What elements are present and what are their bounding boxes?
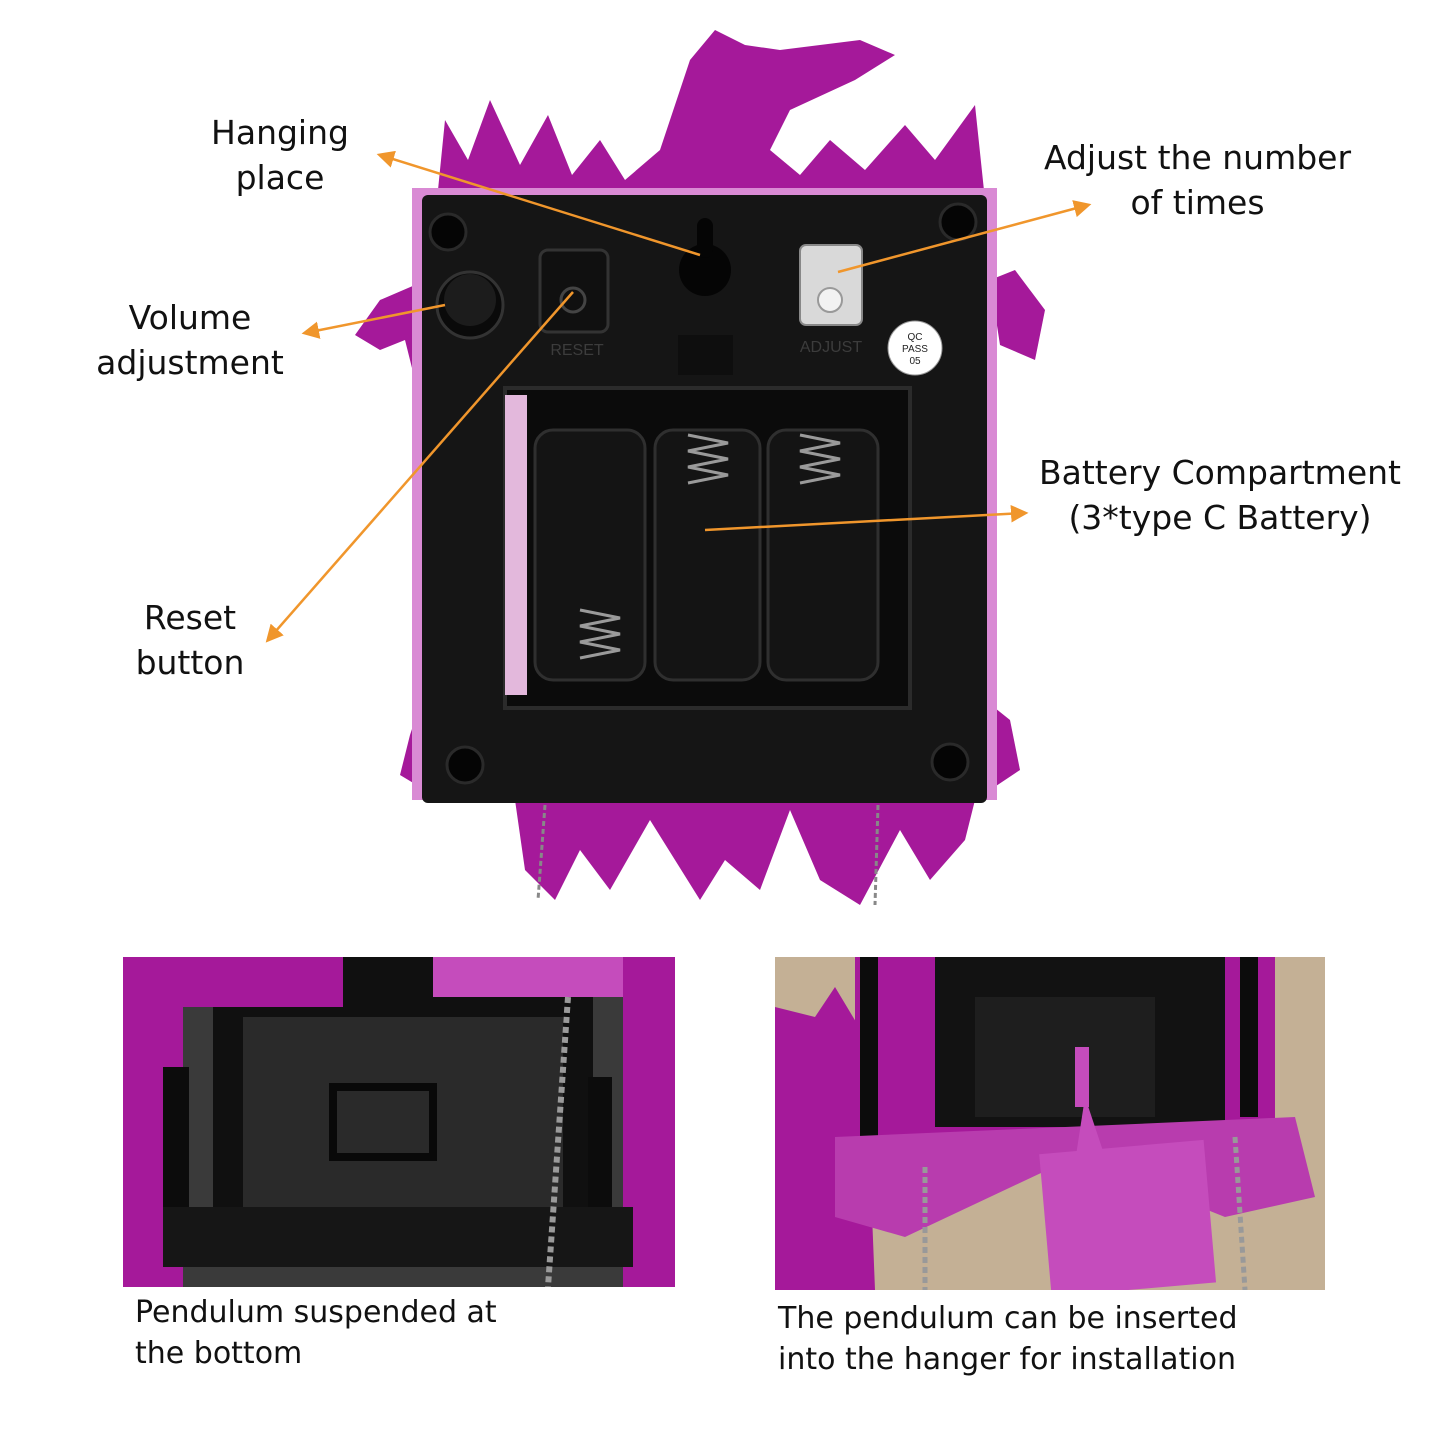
adjust-marking: ADJUST xyxy=(800,339,862,356)
adjust-switch xyxy=(799,244,863,326)
caption-left: Pendulum suspended at the bottom xyxy=(135,1295,497,1371)
label-battery: Battery Compartment (3*type C Battery) xyxy=(1039,453,1401,537)
svg-text:05: 05 xyxy=(909,356,921,367)
arrow-hanging-place xyxy=(376,150,701,257)
carved-frame-top xyxy=(437,30,985,200)
reset-marking: RESET xyxy=(550,342,604,359)
arrow-battery xyxy=(704,505,1029,532)
carved-frame-bottom xyxy=(515,800,975,905)
caption-right: The pendulum can be inserted into the ha… xyxy=(778,1301,1238,1377)
keyhole-hanger xyxy=(679,244,731,296)
clock-back-photo: RESET ADJUST QC PASS 05 xyxy=(355,30,1045,906)
label-volume: Volume adjustment xyxy=(96,298,284,382)
pendulum-chains xyxy=(536,804,880,906)
arrow-volume xyxy=(301,303,446,339)
label-reset: Reset button xyxy=(135,598,245,682)
qc-sticker xyxy=(887,320,943,376)
label-hanging-place: Hanging place xyxy=(211,113,349,197)
svg-text:QC: QC xyxy=(908,332,923,343)
photo-pendulum-hanger xyxy=(775,957,1325,1290)
label-adjust-times: Adjust the number of times xyxy=(1043,138,1352,222)
corner-screws xyxy=(428,202,978,785)
arrow-reset xyxy=(265,291,574,643)
battery-springs xyxy=(579,433,841,660)
svg-text:PASS: PASS xyxy=(902,344,928,355)
arrow-adjust-times xyxy=(837,200,1092,274)
photo-pendulum-bottom xyxy=(123,957,675,1287)
